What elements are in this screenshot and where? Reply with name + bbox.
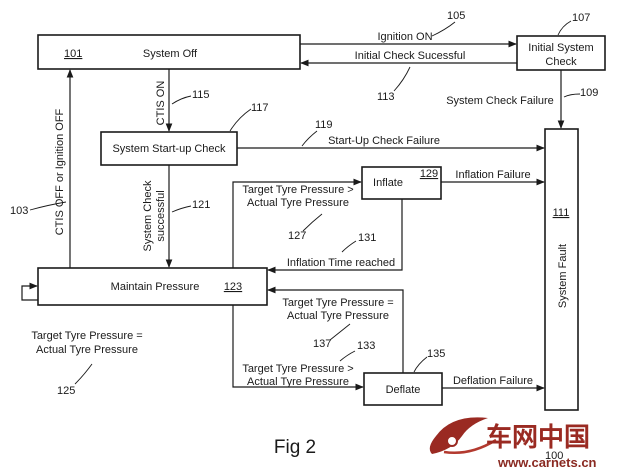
edge-inflate-condition-label-1: Target Tyre Pressure > xyxy=(242,184,353,196)
edge-deflation-failure-label: Deflation Failure xyxy=(453,375,533,387)
edge-deflate-condition-label-2: Actual Tyre Pressure xyxy=(247,376,349,388)
box-startup-check-number: 117 xyxy=(251,102,269,114)
box-system-off-number: 101 xyxy=(64,48,82,60)
box-maintain-pressure: Maintain Pressure 123 xyxy=(37,267,268,306)
ref-line-107 xyxy=(557,20,572,36)
edge-system-check-failure-number: 109 xyxy=(580,87,598,99)
ref-line-121 xyxy=(171,205,192,213)
box-maintain-number: 123 xyxy=(224,281,242,293)
edge-deflate-return-label-1: Target Tyre Pressure = xyxy=(282,297,393,309)
box-system-off: 101 System Off xyxy=(37,34,301,70)
ref-line-119 xyxy=(301,130,318,147)
edge-check-successful-label-1: System Check xyxy=(142,180,154,251)
edge-deflate-condition-label-1: Target Tyre Pressure > xyxy=(242,363,353,375)
ref-line-137 xyxy=(329,323,351,341)
box-deflate: Deflate xyxy=(363,372,443,406)
edge-initial-successful-number: 113 xyxy=(377,91,395,103)
edge-self-loop-number: 125 xyxy=(57,385,75,397)
edge-inflate-condition-number: 127 xyxy=(288,230,306,242)
edge-check-successful-label-2: successful xyxy=(155,190,167,241)
watermark-chinese: 车网中国 xyxy=(486,422,590,453)
box-initial-system-check: Initial System Check xyxy=(516,35,606,71)
box-inflate-number: 129 xyxy=(420,168,438,180)
ref-line-127 xyxy=(302,213,323,232)
edge-startup-failure-number: 119 xyxy=(315,119,333,131)
ref-line-115 xyxy=(171,95,192,105)
edge-deflate-condition-number: 133 xyxy=(357,340,375,352)
box-initial-check-number: 107 xyxy=(572,12,590,24)
box-fault-number: 111 xyxy=(553,207,570,219)
ref-line-125 xyxy=(74,363,93,385)
box-inflate: Inflate 129 xyxy=(361,166,442,200)
box-initial-check-label-1: Initial System xyxy=(528,42,593,54)
edge-maintain-self-loop xyxy=(21,282,38,301)
figure-caption: Fig 2 xyxy=(274,437,316,458)
watermark-url: www.carnets.cn xyxy=(497,455,597,470)
ref-line-131 xyxy=(341,240,357,253)
stray-number: 100 xyxy=(545,450,563,462)
box-system-off-label: System Off xyxy=(143,48,198,60)
edge-deflate-return-label-2: Actual Tyre Pressure xyxy=(287,310,389,322)
edge-ctis-on-label: CTIS ON xyxy=(155,81,167,126)
edge-inflate-condition-label-2: Actual Tyre Pressure xyxy=(247,197,349,209)
edge-initial-successful-label: Initial Check Sucessful xyxy=(355,50,466,62)
edge-ctis-off-label: CTIS OFF or Ignition OFF xyxy=(54,108,66,235)
edge-system-check-failure-label: System Check Failure xyxy=(446,95,554,107)
box-maintain-label: Maintain Pressure xyxy=(111,281,200,293)
edge-ctis-on-number: 115 xyxy=(192,89,210,101)
edge-inflation-time xyxy=(267,199,403,274)
watermark: 车网中国 www.carnets.cn xyxy=(429,417,597,470)
ref-line-135 xyxy=(413,356,428,373)
ref-line-133 xyxy=(339,350,356,362)
edge-startup-failure-label: Start-Up Check Failure xyxy=(328,135,440,147)
edge-inflation-time-number: 131 xyxy=(358,232,376,244)
box-initial-check-label-2: Check xyxy=(545,56,577,68)
edge-inflate-condition xyxy=(232,178,362,268)
box-fault-label: System Fault xyxy=(557,244,569,308)
ref-line-105 xyxy=(431,21,456,37)
car-swoosh-logo xyxy=(429,417,497,454)
edge-ctis-off-number: 103 xyxy=(10,205,28,217)
box-system-startup-check: System Start-up Check xyxy=(100,131,238,166)
edge-check-successful-number: 121 xyxy=(192,199,210,211)
edge-deflate-return-number: 137 xyxy=(313,338,331,350)
edge-self-loop-label-1: Target Tyre Pressure = xyxy=(31,330,142,342)
edge-deflate-return xyxy=(267,286,404,373)
ref-line-103 xyxy=(29,201,67,211)
box-deflate-label: Deflate xyxy=(386,384,421,396)
box-deflate-number: 135 xyxy=(427,348,445,360)
box-inflate-label: Inflate xyxy=(373,177,403,189)
edge-inflation-time-label: Inflation Time reached xyxy=(287,257,395,269)
box-system-fault: 111 System Fault xyxy=(544,128,579,411)
edge-ignition-on-number: 105 xyxy=(447,10,465,22)
ref-line-109 xyxy=(563,93,581,98)
ref-line-117 xyxy=(229,108,252,132)
edge-self-loop-label-2: Actual Tyre Pressure xyxy=(36,344,138,356)
edge-deflate-condition xyxy=(232,305,364,391)
edge-ignition-on-label: Ignition ON xyxy=(377,31,432,43)
ref-line-113 xyxy=(393,66,411,92)
box-startup-check-label: System Start-up Check xyxy=(112,143,226,155)
edge-inflation-failure-label: Inflation Failure xyxy=(455,169,530,181)
